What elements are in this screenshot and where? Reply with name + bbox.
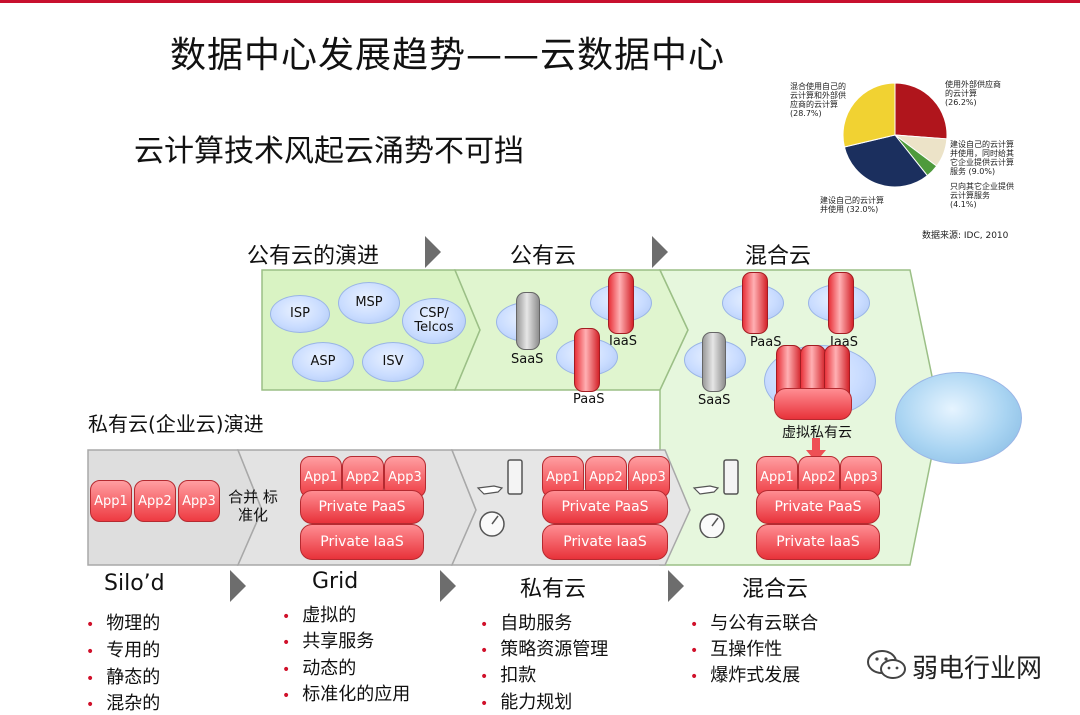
hybrid-self-service-icon <box>692 459 739 538</box>
pie-slice <box>894 82 948 140</box>
pc-private-iaas: Private IaaS <box>542 524 668 560</box>
cloud-isp: ISP <box>270 295 330 333</box>
market-pie-chart <box>842 82 948 188</box>
pie-slice <box>843 134 929 188</box>
hy-private-paas: Private PaaS <box>756 490 880 524</box>
pie-label-provide-only: 只向其它企业提供云计算服务 (4.1%) <box>950 182 1014 209</box>
stage-name-hybrid-cloud: 混合云 <box>742 577 809 602</box>
saas-cylinder <box>516 292 540 350</box>
label-merge-standardize: 合并 标准化 <box>228 488 278 524</box>
bullet-item: •与公有云联合 <box>690 613 819 634</box>
silo-app3: App3 <box>178 480 220 522</box>
watermark-text: 弱电行业网 <box>912 654 1043 684</box>
paas-cylinder <box>574 328 600 392</box>
grid-private-iaas: Private IaaS <box>300 524 424 560</box>
iaas-cylinder <box>608 272 634 334</box>
hy-private-iaas: Private IaaS <box>756 524 880 560</box>
label-virtual-private: 虚拟私有云 <box>782 425 852 441</box>
pie-label-hybrid: 混合使用自己的云计算和外部供应商的云计算 (28.7%) <box>790 82 846 118</box>
bullet-item: •物理的 <box>86 613 161 634</box>
bullet-item: •爆炸式发展 <box>690 665 801 686</box>
arrow-right-icon <box>652 236 668 268</box>
bullet-item: •扣款 <box>480 665 537 686</box>
label-iaas: IaaS <box>609 334 638 349</box>
stage-name-grid: Grid <box>312 569 359 594</box>
bullet-item: •标准化的应用 <box>282 684 411 705</box>
silo-app2: App2 <box>134 480 176 522</box>
arrow-right-icon <box>440 570 456 602</box>
page-title: 数据中心发展趋势——云数据中心 <box>170 35 726 76</box>
bullet-item: •互操作性 <box>690 639 783 660</box>
bullet-item: •共享服务 <box>282 631 375 652</box>
stage-name-private-cloud: 私有云 <box>520 577 587 602</box>
hybrid-iaas-cylinder <box>828 272 854 334</box>
label-hybrid-paas: PaaS <box>750 335 782 350</box>
pie-slice <box>842 82 896 148</box>
cloud-isv: ISV <box>362 342 424 382</box>
page-subtitle: 云计算技术风起云涌势不可挡 <box>134 134 524 169</box>
pc-private-paas: Private PaaS <box>542 490 668 524</box>
head-hybrid-cloud: 混合云 <box>745 244 812 269</box>
cloud-msp: MSP <box>338 282 400 324</box>
cloud-csp-telcos: CSP/ Telcos <box>402 298 466 344</box>
vpc-base <box>774 388 852 420</box>
arrow-right-icon <box>230 570 246 602</box>
bullet-item: •专用的 <box>86 640 161 661</box>
arrow-right-icon <box>668 570 684 602</box>
bullet-item: •静态的 <box>86 667 161 688</box>
top-rule <box>0 0 1080 3</box>
head-public-evolution: 公有云的演进 <box>247 244 380 269</box>
bullet-item: •能力规划 <box>480 692 573 713</box>
label-paas: PaaS <box>573 392 605 407</box>
cloud-asp: ASP <box>292 342 354 382</box>
hybrid-paas-cylinder <box>742 272 768 334</box>
label-hybrid-saas: SaaS <box>698 393 731 408</box>
bullet-item: •自助服务 <box>480 613 573 634</box>
stage-name-silod: Silo’d <box>104 571 165 596</box>
arrow-right-icon <box>425 236 441 268</box>
pie-label-own: 建设自己的云计算并使用 (32.0%) <box>820 196 884 214</box>
pc-app3: App3 <box>628 456 670 498</box>
hybrid-saas-cylinder <box>702 332 726 392</box>
grid-private-paas: Private PaaS <box>300 490 424 524</box>
bullet-item: •虚拟的 <box>282 605 357 626</box>
bullet-item: •动态的 <box>282 658 357 679</box>
wechat-icon <box>867 650 906 679</box>
bullet-item: •混杂的 <box>86 693 161 714</box>
head-private-evolution: 私有云(企业云)演进 <box>88 412 264 436</box>
pie-source: 数据来源: IDC, 2010 <box>922 231 1009 241</box>
label-saas: SaaS <box>511 352 544 367</box>
pie-label-external: 使用外部供应商的云计算 (26.2%) <box>945 80 1001 107</box>
pie-label-own-and-provide: 建设自己的云计算并使用，同时给其它企业提供云计算服务 (9.0%) <box>950 140 1014 176</box>
pie-slices <box>842 82 948 188</box>
self-service-icon <box>476 459 523 537</box>
bullet-item: •策略资源管理 <box>480 639 609 660</box>
silo-app1: App1 <box>90 480 132 522</box>
cloud-external-icon <box>895 372 1022 464</box>
head-public-cloud: 公有云 <box>510 244 577 269</box>
